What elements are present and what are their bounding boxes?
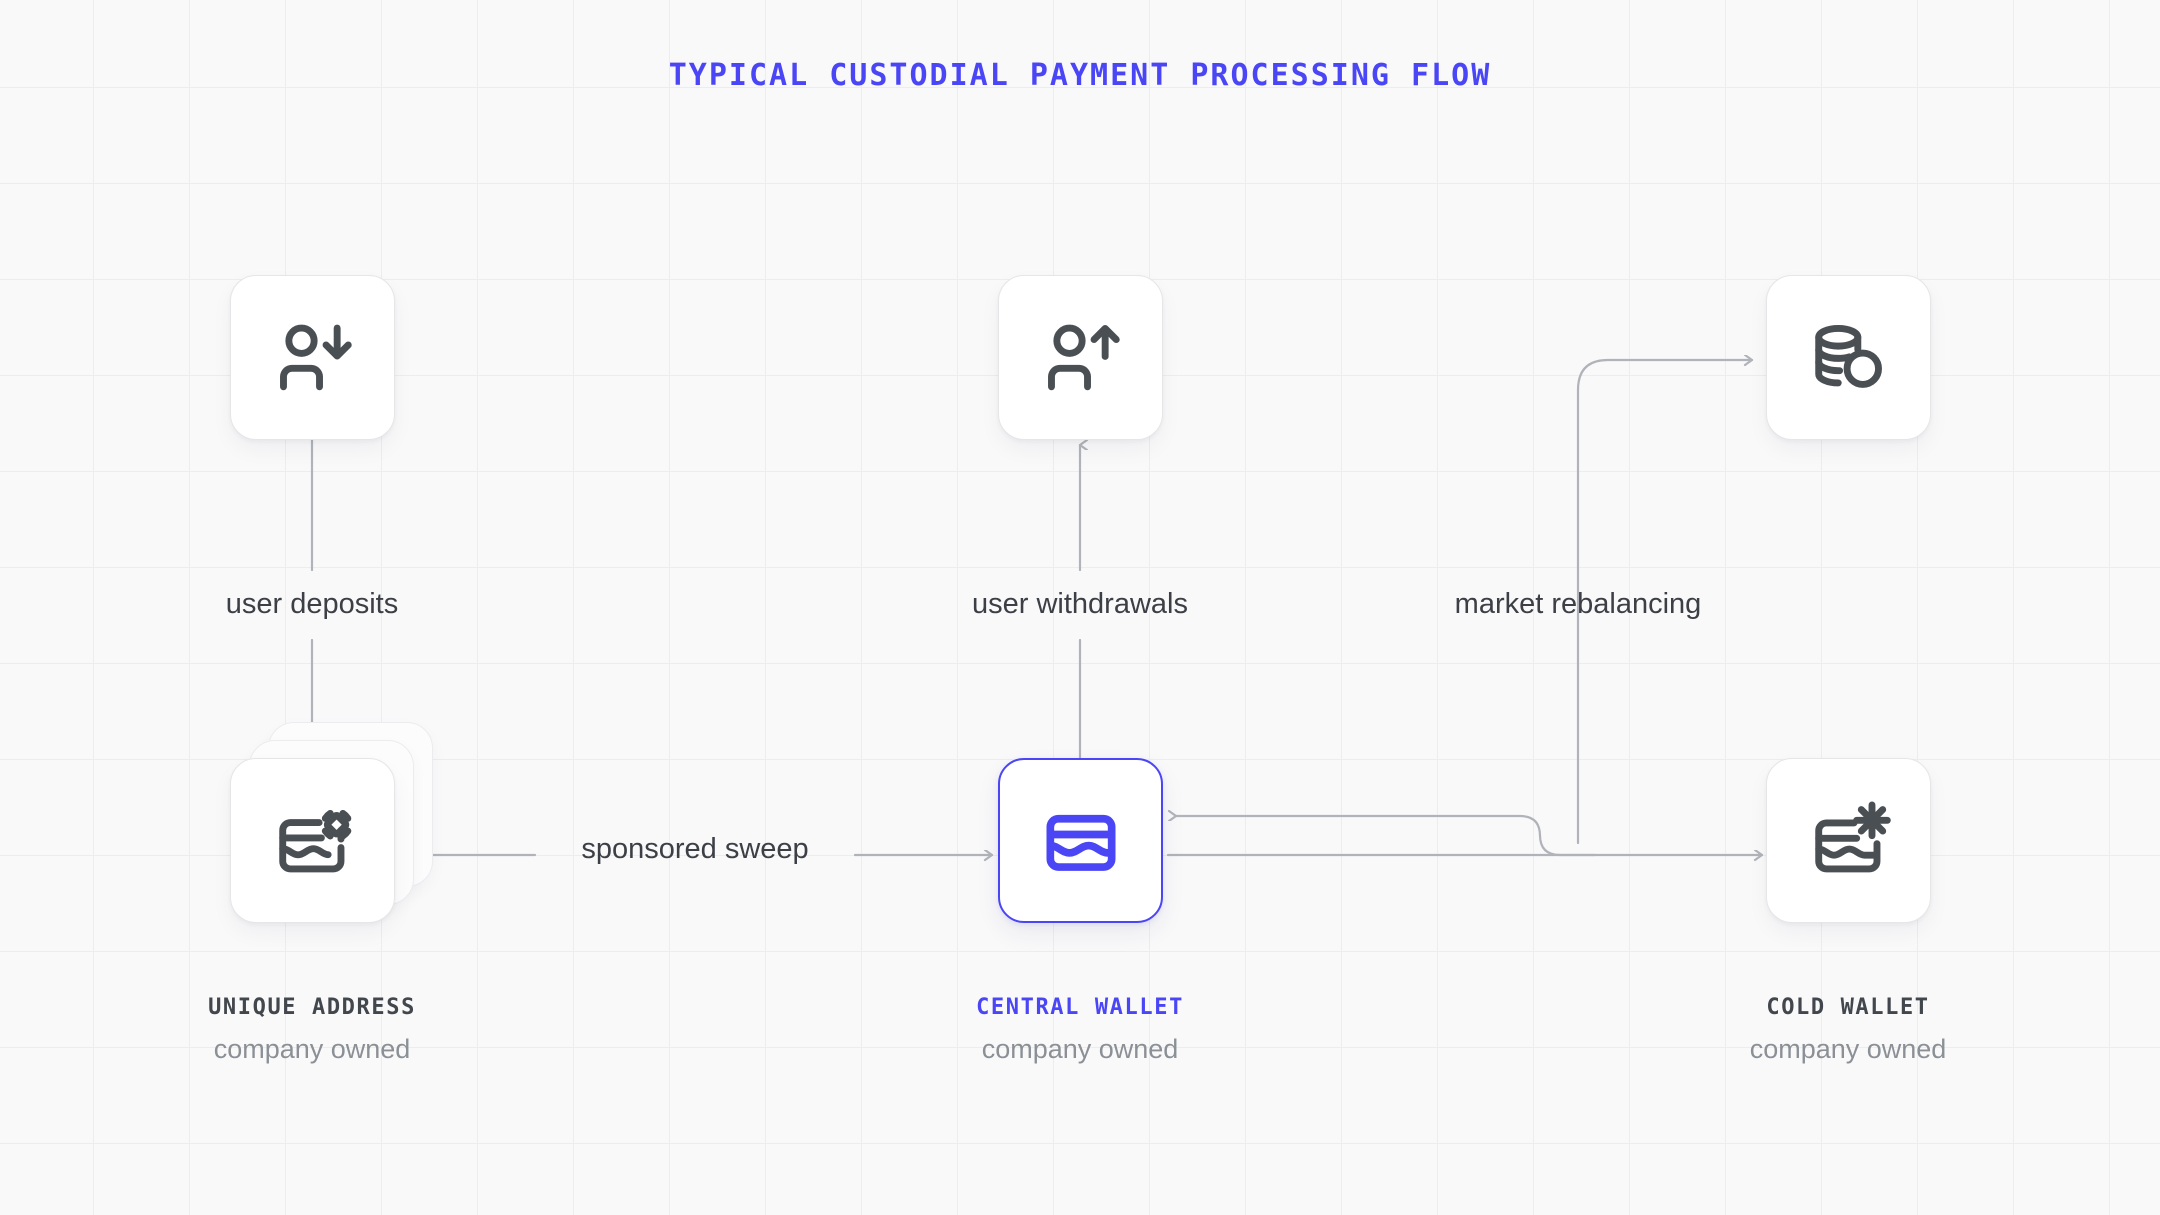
node-unique-address[interactable] [230,758,395,923]
caption-cold-wallet: COLD WALLET company owned [1618,995,2078,1065]
node-central-wallet[interactable] [998,758,1163,923]
edge-rebalance-in [1176,816,1597,857]
page-title: TYPICAL CUSTODIAL PAYMENT PROCESSING FLO… [668,58,1492,93]
edge-label-user-withdrawals: user withdrawals [972,588,1188,620]
caption-unique-address: UNIQUE ADDRESS company owned [82,995,542,1065]
edge-label-sponsored-sweep: sponsored sweep [581,833,809,865]
node-label-unique-address: UNIQUE ADDRESS [208,995,416,1020]
caption-central-wallet: CENTRAL WALLET company owned [850,995,1310,1065]
user-arrow-down-icon [267,312,359,404]
node-sublabel-unique-address: company owned [213,1034,411,1064]
user-arrow-up-icon [1035,312,1127,404]
wallet-scan-icon [267,795,359,887]
node-label-cold-wallet: COLD WALLET [1766,995,1930,1020]
node-cold-wallet[interactable] [1766,758,1931,923]
node-user-deposit[interactable] [230,275,395,440]
node-sublabel-cold-wallet: company owned [1749,1034,1947,1064]
coins-stack-icon [1803,312,1895,404]
node-user-withdrawal[interactable] [998,275,1163,440]
edge-label-market-rebalancing: market rebalancing [1454,588,1702,620]
edge-label-user-deposits: user deposits [225,588,399,620]
wallet-snowflake-icon [1803,795,1895,887]
node-label-central-wallet: CENTRAL WALLET [976,995,1184,1020]
wallet-icon [1035,795,1127,887]
node-market[interactable] [1766,275,1931,440]
node-sublabel-central-wallet: company owned [981,1034,1179,1064]
